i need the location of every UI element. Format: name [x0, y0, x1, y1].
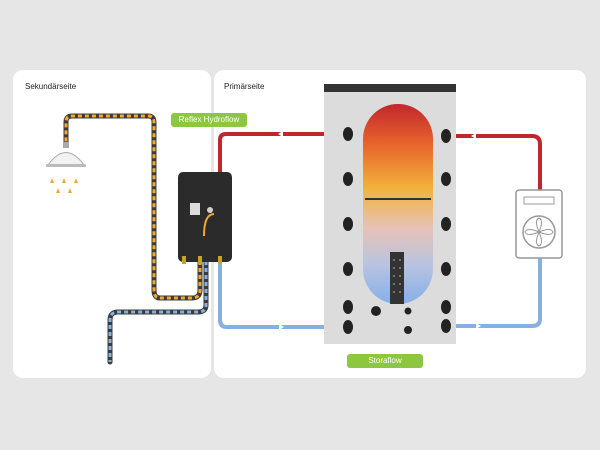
hydroflow-label: Reflex Hydroflow: [171, 113, 247, 127]
heat-pump-return-pipe: [448, 256, 542, 329]
shower-icon: [46, 142, 86, 193]
primary-hot-pipe: [218, 131, 346, 176]
heat-pump-hot-pipe: [448, 133, 542, 192]
warm-water-pipe: [63, 113, 203, 301]
heat-pump-icon: [515, 189, 563, 259]
fresh-water-station-icon: [178, 172, 232, 264]
cold-water-pipe: [107, 237, 209, 365]
secondary-side-title: Sekundärseite: [25, 82, 77, 91]
storage-tank-icon: [324, 84, 456, 344]
storaflow-label: Storaflow: [347, 354, 423, 368]
primary-side-title: Primärseite: [224, 82, 265, 91]
primary-return-pipe: [218, 256, 346, 330]
